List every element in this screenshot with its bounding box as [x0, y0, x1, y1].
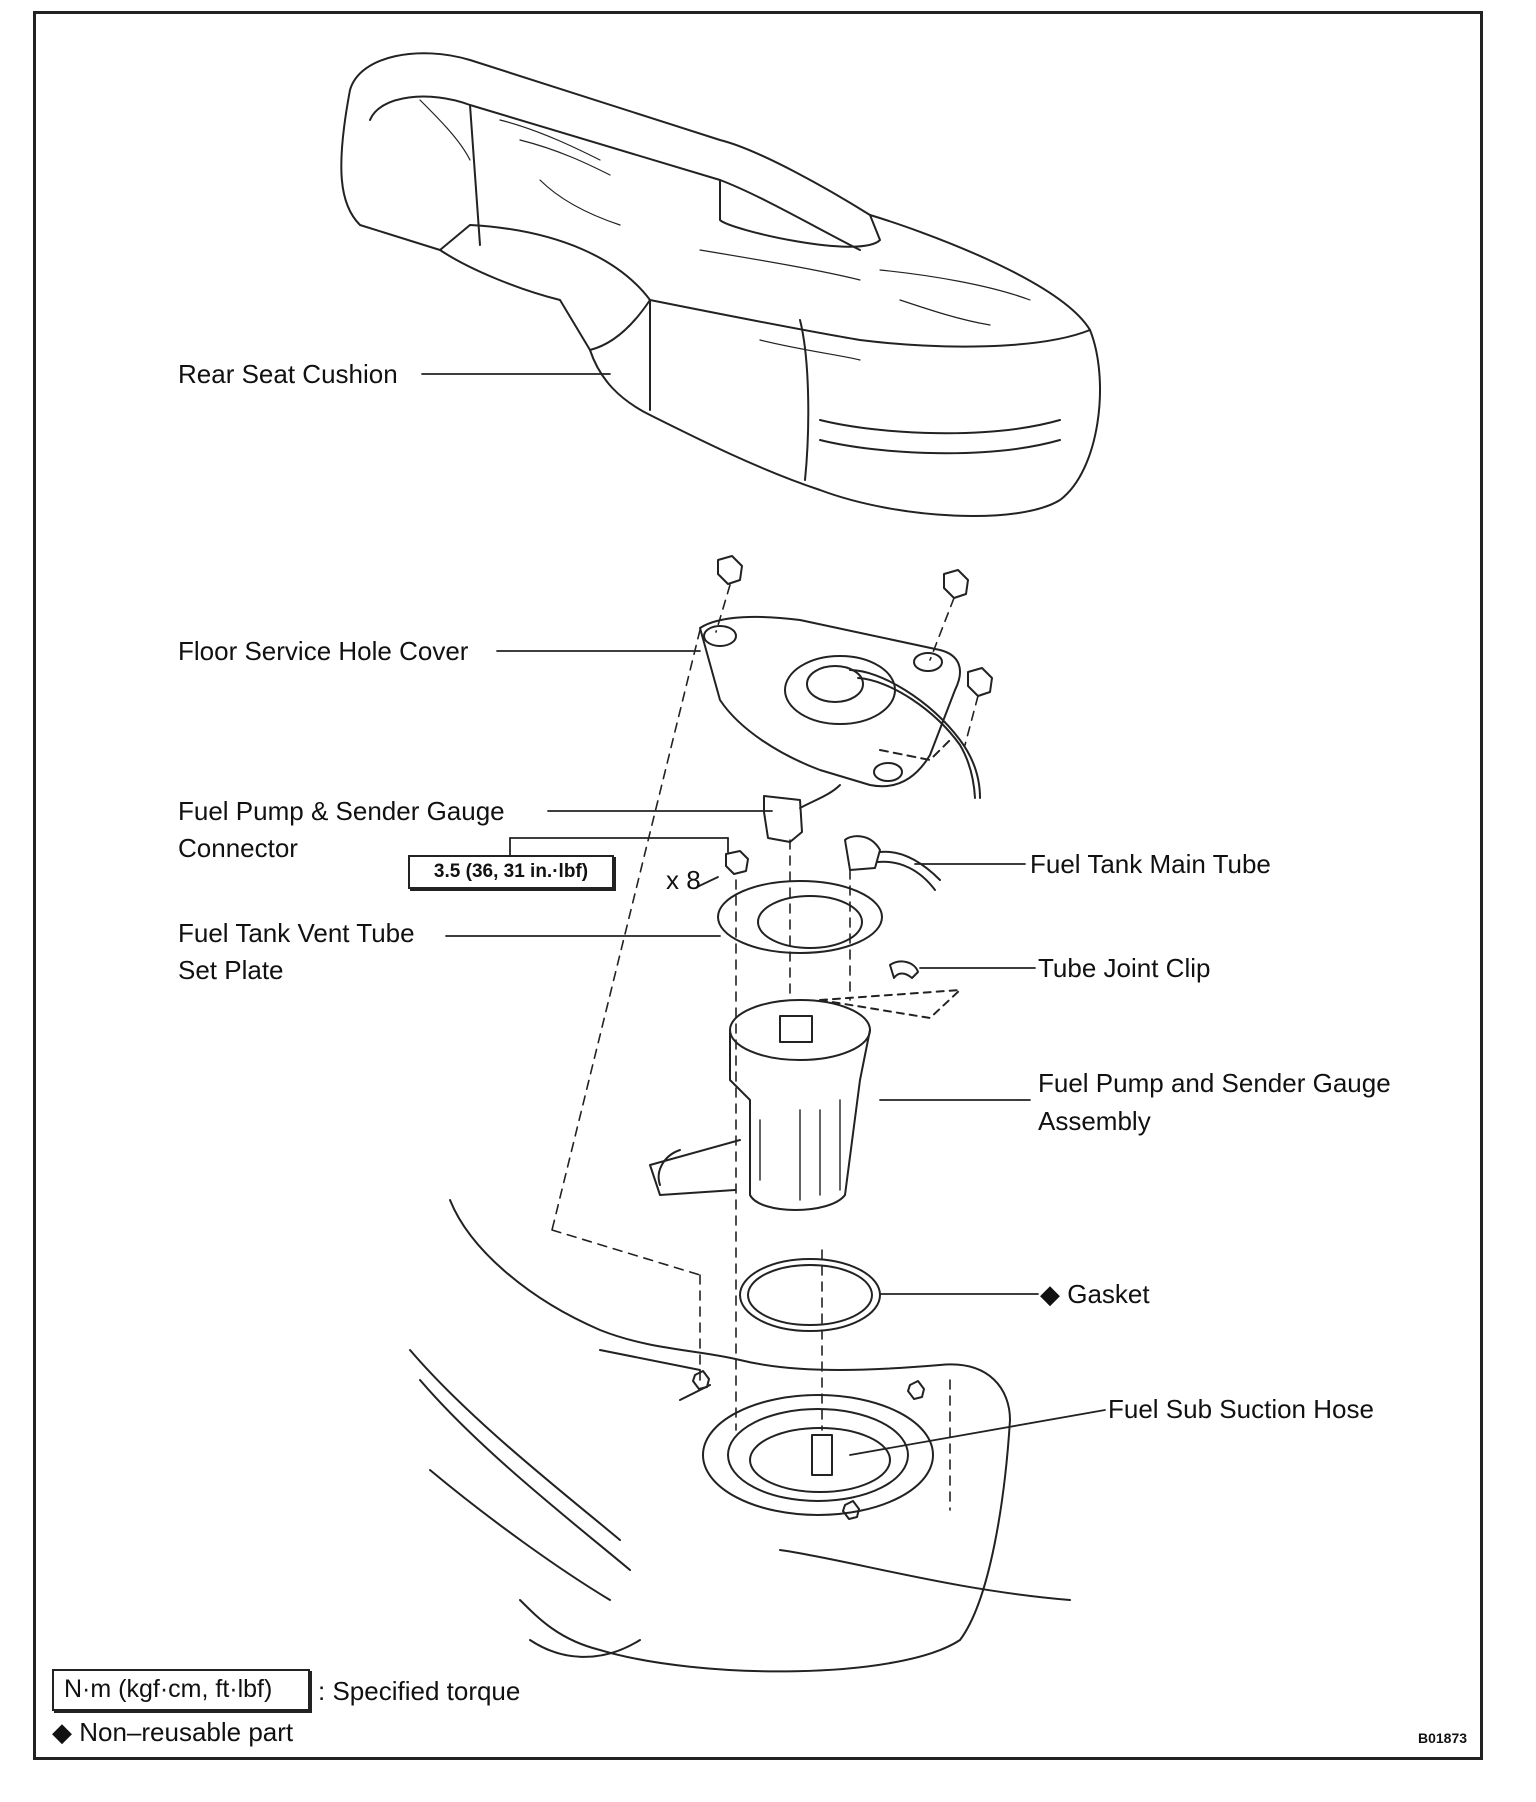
label-assembly-line1: Fuel Pump and Sender Gauge — [1038, 1068, 1391, 1098]
floor-service-hole-cover-drawing — [699, 615, 981, 799]
label-gasket: ◆ Gasket — [1040, 1279, 1150, 1309]
figure-code: B01873 — [1418, 1730, 1468, 1746]
fuel-pump-assembly-drawing — [649, 999, 871, 1211]
label-fuel-tank-main-tube: Fuel Tank Main Tube — [1030, 849, 1271, 879]
legend-nonreusable: ◆ Non–reusable part — [52, 1717, 294, 1747]
gasket-drawing — [739, 1258, 881, 1332]
label-vent-tube-line2: Set Plate — [178, 955, 284, 985]
assembly-dashed-lines — [551, 584, 979, 1511]
diagram-frame — [33, 11, 1483, 1760]
legend-torque-desc: : Specified torque — [318, 1676, 521, 1706]
bolt-quantity: x 8 — [666, 865, 701, 895]
main-tube-drawing — [844, 835, 941, 891]
label-rear-seat-cushion: Rear Seat Cushion — [178, 359, 398, 389]
label-tube-joint-clip: Tube Joint Clip — [1038, 953, 1211, 983]
leader-lines — [421, 373, 1106, 1456]
tube-joint-clip-drawing — [819, 960, 961, 1019]
set-plate-drawing — [717, 880, 883, 954]
label-connector-line2: Connector — [178, 833, 298, 863]
label-vent-tube-line1: Fuel Tank Vent Tube — [178, 918, 415, 948]
bolts — [717, 555, 993, 875]
label-floor-service-hole-cover: Floor Service Hole Cover — [178, 636, 469, 666]
torque-spec-box: 3.5 (36, 31 in.·lbf) — [408, 855, 614, 889]
fuel-tank-drawing — [409, 1199, 1071, 1673]
label-assembly-line2: Assembly — [1038, 1106, 1151, 1136]
label-fuel-sub-suction-hose: Fuel Sub Suction Hose — [1108, 1394, 1374, 1424]
legend-torque-unit: N·m (kgf·cm, ft·lbf) — [52, 1669, 310, 1711]
rear-seat-cushion-drawing — [340, 52, 1101, 518]
label-connector-line1: Fuel Pump & Sender Gauge — [178, 796, 505, 826]
connector-drawing — [763, 784, 841, 843]
